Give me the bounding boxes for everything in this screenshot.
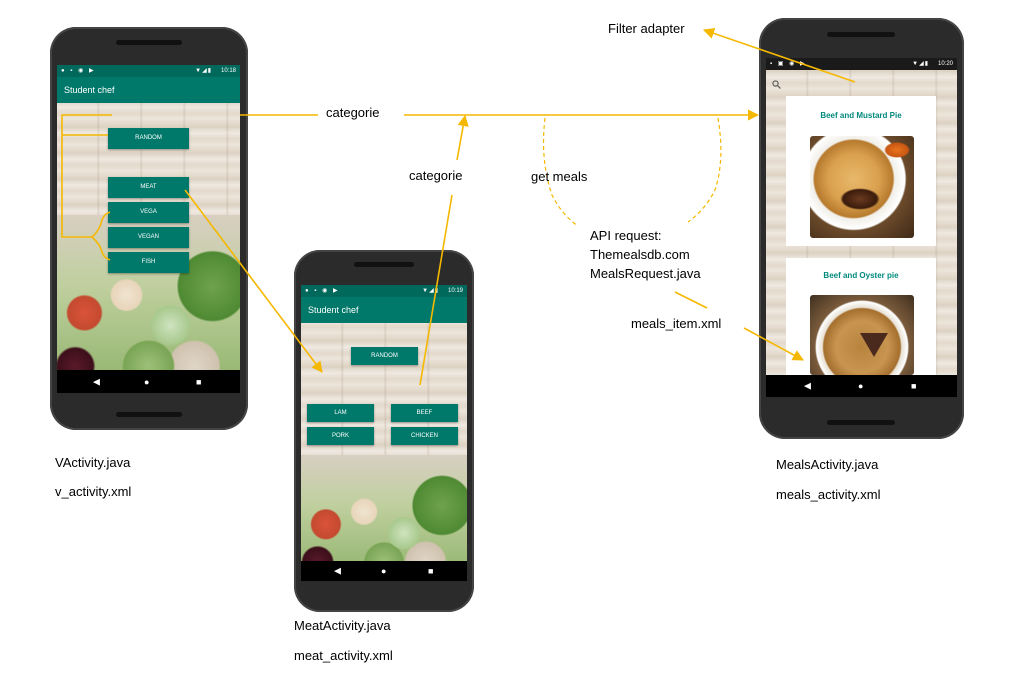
category-bracket-curve (91, 211, 111, 238)
vegetables-image (301, 455, 467, 581)
beef-button[interactable]: BEEF (391, 404, 458, 422)
meal-title: Beef and Mustard Pie (820, 111, 902, 120)
status-icons: ● ▪ ◉ ▶ (305, 288, 340, 294)
nav-bar: ◀ ● ■ (766, 375, 957, 397)
api-request-line2: Themealsdb.com (590, 247, 690, 262)
home-icon[interactable]: ● (381, 566, 387, 576)
phone-speaker (116, 412, 182, 417)
random-button[interactable]: RANDOM (351, 347, 418, 365)
filter-adapter-arrow (702, 27, 856, 83)
api-request-line1: API request: (590, 228, 662, 243)
meal-card[interactable]: Beef and Mustard Pie (786, 96, 936, 246)
back-icon[interactable]: ◀ (93, 376, 100, 386)
filter-adapter-label: Filter adapter (608, 21, 685, 36)
meat-arrow (184, 189, 323, 373)
recent-apps-icon[interactable]: ■ (911, 381, 917, 391)
phone-speaker (827, 420, 895, 425)
meal-image (810, 136, 914, 238)
meals-xml-label: meals_activity.xml (776, 487, 881, 502)
nav-bar: ◀ ● ■ (301, 561, 467, 581)
signal-icon: ▼◢▮ (912, 61, 929, 67)
signal-icon: ▼◢▮ (422, 288, 439, 294)
meals-item-label: meals_item.xml (631, 316, 722, 331)
meal-image (810, 295, 914, 375)
meat-button[interactable]: MEAT (108, 177, 189, 198)
meals-item-arrow (743, 327, 804, 361)
api-to-item-line (674, 291, 708, 309)
meal-filling (840, 188, 880, 210)
meat-java-label: MeatActivity.java (294, 618, 391, 633)
back-icon[interactable]: ◀ (804, 380, 811, 391)
meal-title: Beef and Oyster pie (823, 271, 899, 280)
status-time: 10:18 (220, 68, 236, 74)
chicken-button[interactable]: CHICKEN (391, 427, 458, 445)
category-bracket (61, 114, 112, 238)
meal-garnish (884, 142, 910, 158)
nav-bar: ◀ ● ■ (57, 370, 240, 393)
phone-mealsactivity: ▪ ▣ ◉ ▶ ▼◢▮ 10:20 Beef and Mustard Pie B… (759, 18, 964, 439)
recent-apps-icon[interactable]: ■ (196, 376, 202, 387)
home-icon[interactable]: ● (858, 381, 864, 391)
vactivity-xml-label: v_activity.xml (55, 484, 132, 499)
phone-meatactivity: ● ▪ ◉ ▶ ▼◢▮ 10:19 Student chef RANDOM LA… (294, 250, 474, 612)
meal-card[interactable]: Beef and Oyster pie (786, 258, 936, 375)
status-bar: ● ▪ ◉ ▶ ▼◢▮ 10:18 (57, 65, 240, 77)
app-bar-title: Student chef (301, 297, 467, 323)
phone-screen: ▪ ▣ ◉ ▶ ▼◢▮ 10:20 Beef and Mustard Pie B… (766, 58, 957, 397)
category-bracket-curve (91, 236, 111, 261)
status-icons: ▪ ▣ ◉ ▶ (770, 61, 807, 67)
pork-button[interactable]: PORK (307, 427, 374, 445)
home-icon[interactable]: ● (144, 376, 150, 387)
phone-screen: ● ▪ ◉ ▶ ▼◢▮ 10:19 Student chef RANDOM LA… (301, 285, 467, 581)
status-icons: ● ▪ ◉ ▶ (61, 68, 96, 74)
phone-speaker (354, 262, 414, 267)
status-time: 10:20 (937, 61, 953, 67)
meal-slice-cut (860, 333, 888, 357)
api-request-line3: MealsRequest.java (590, 266, 701, 281)
lam-button[interactable]: LAM (307, 404, 374, 422)
meals-java-label: MealsActivity.java (776, 457, 879, 472)
search-icon[interactable] (772, 76, 781, 89)
status-time: 10:19 (447, 288, 463, 294)
categorie-mid-label: categorie (409, 168, 463, 183)
vactivity-java-label: VActivity.java (55, 455, 131, 470)
random-button[interactable]: RANDOM (108, 128, 189, 149)
fish-button[interactable]: FISH (108, 252, 189, 273)
categorie-top-label: categorie (326, 105, 380, 120)
status-bar: ● ▪ ◉ ▶ ▼◢▮ 10:19 (301, 285, 467, 297)
vega-button[interactable]: VEGA (108, 202, 189, 223)
vegan-button[interactable]: VEGAN (108, 227, 189, 248)
back-icon[interactable]: ◀ (334, 565, 341, 576)
signal-icon: ▼◢▮ (195, 68, 212, 74)
categorie-mid-arrow-upper (456, 114, 469, 161)
app-bar-title: Student chef (57, 77, 240, 103)
meat-xml-label: meat_activity.xml (294, 648, 393, 663)
phone-vactivity: ● ▪ ◉ ▶ ▼◢▮ 10:18 Student chef RANDOM ME… (50, 27, 248, 430)
phone-screen: ● ▪ ◉ ▶ ▼◢▮ 10:18 Student chef RANDOM ME… (57, 65, 240, 393)
phone-speaker (827, 32, 895, 37)
get-meals-label: get meals (531, 169, 588, 184)
get-meals-dashed-left (542, 117, 579, 227)
recent-apps-icon[interactable]: ■ (428, 566, 434, 576)
get-meals-dashed-right (687, 117, 722, 223)
categorie-mid-arrow-lower (419, 194, 453, 386)
phone-speaker (116, 40, 182, 45)
